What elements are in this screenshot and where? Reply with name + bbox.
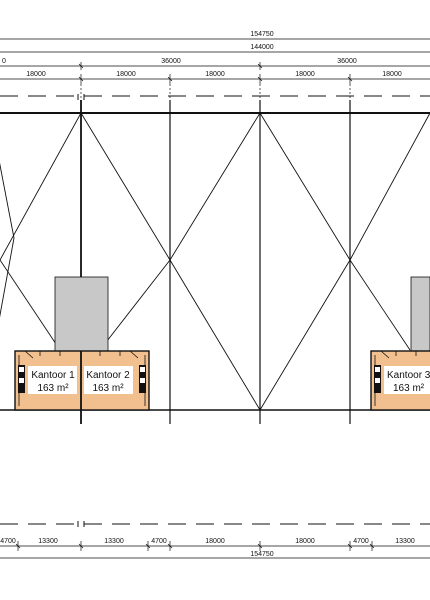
room-area-kantoor-1: 163 m² <box>37 383 69 394</box>
top-dashed-line <box>0 94 430 100</box>
dim-sub-5: 18000 <box>382 71 402 78</box>
office-block-right <box>370 350 430 411</box>
dim-sub-1: 18000 <box>26 71 46 78</box>
dim-overall-top: 154750 <box>250 31 273 38</box>
dim-bottom-2: 13300 <box>38 538 58 545</box>
room-name-kantoor-2: Kantoor 2 <box>86 370 130 381</box>
annex-block-right <box>410 276 430 352</box>
dim-bottom-7: 4700 <box>353 538 369 545</box>
dim-bottom-4: 4700 <box>151 538 167 545</box>
dim-overall-bottom: 154750 <box>250 551 273 558</box>
bottom-dimension-chains <box>0 541 430 559</box>
dim-partial-left: 0 <box>2 58 6 65</box>
dim-bay-a: 36000 <box>161 58 181 65</box>
dim-sub-4: 18000 <box>295 71 315 78</box>
room-name-kantoor-1: Kantoor 1 <box>31 370 75 381</box>
dim-bay-b: 36000 <box>337 58 357 65</box>
top-dimension-chains <box>0 38 430 84</box>
office-block-left <box>14 350 150 411</box>
dim-bottom-8: 13300 <box>395 538 415 545</box>
dim-sub-3: 18000 <box>205 71 225 78</box>
room-name-kantoor-3: Kantoor 3 <box>387 370 430 381</box>
room-area-kantoor-3: 163 m² <box>393 383 425 394</box>
dim-bottom-1: 4700 <box>0 538 16 545</box>
dim-total-top: 144000 <box>250 44 273 51</box>
dim-sub-2: 18000 <box>116 71 136 78</box>
dim-bottom-3: 13300 <box>104 538 124 545</box>
bottom-dashed-line <box>0 521 430 527</box>
annex-block-left <box>54 276 109 352</box>
room-area-kantoor-2: 163 m² <box>92 383 124 394</box>
dim-bottom-6: 18000 <box>295 538 315 545</box>
dim-bottom-5: 18000 <box>205 538 225 545</box>
